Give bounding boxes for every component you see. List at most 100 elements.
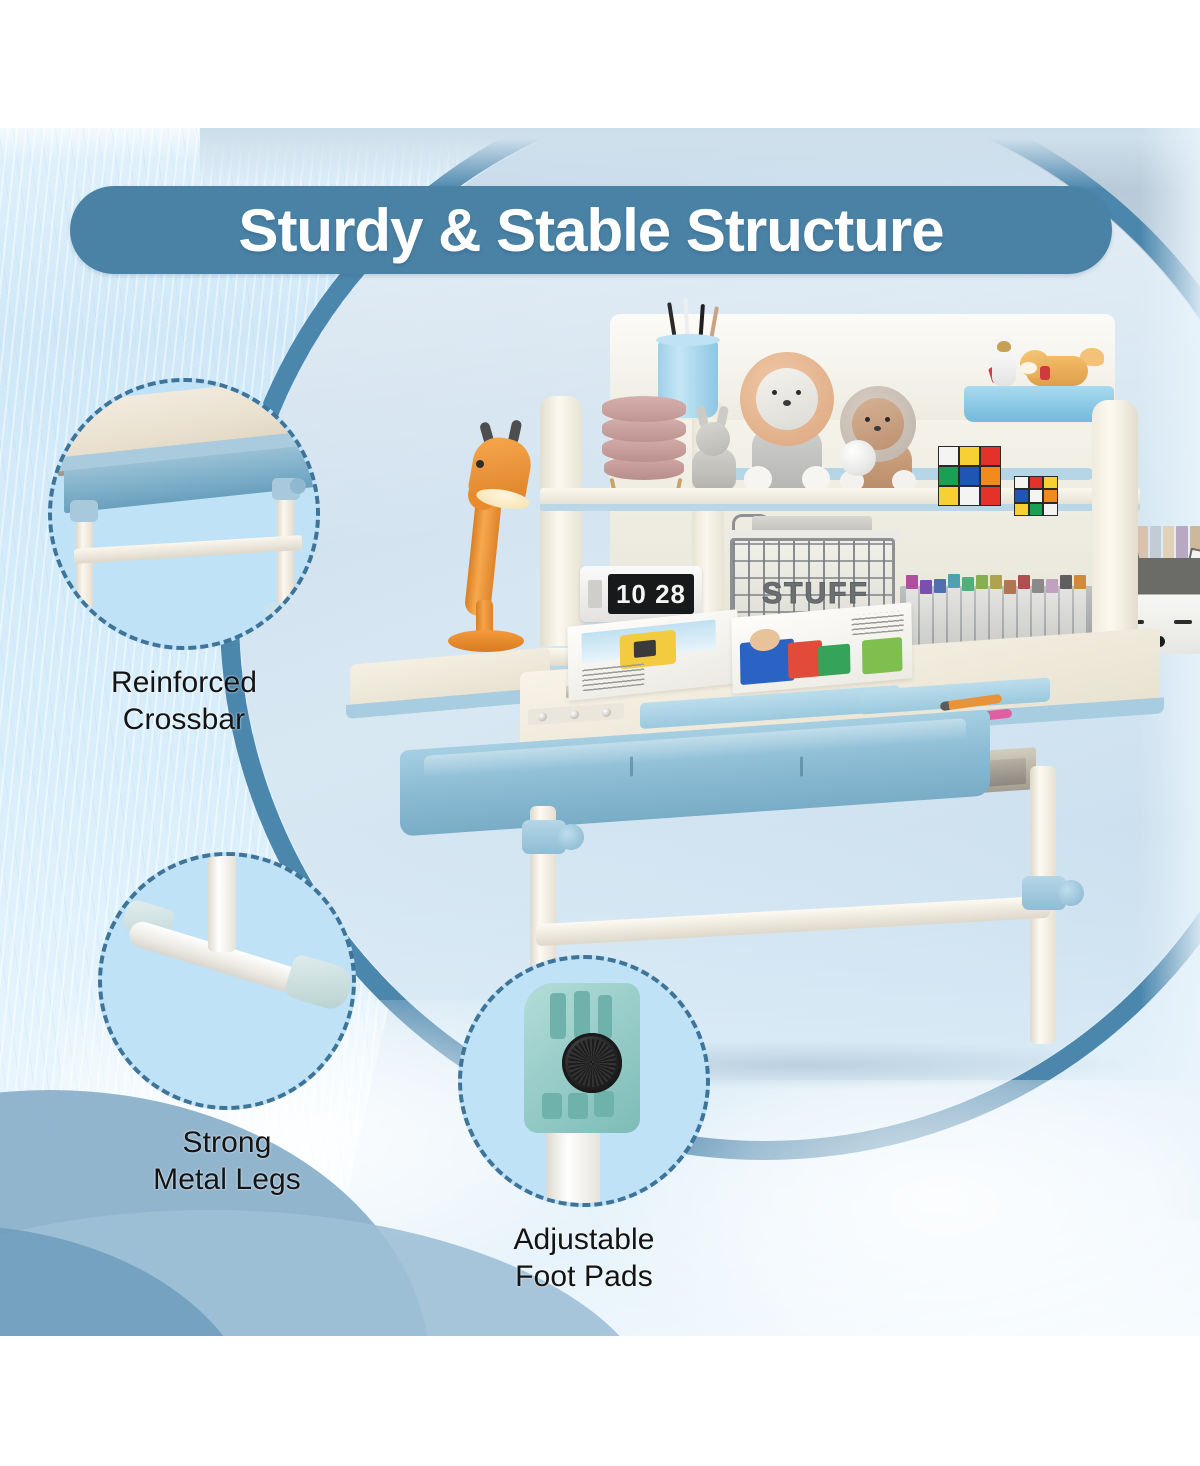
marker-cap: [1060, 575, 1072, 589]
book-illustration-detail-dark: [634, 640, 656, 658]
detail-foot-cap: [264, 603, 286, 616]
background-bottom-white-strip: [0, 1336, 1200, 1466]
desk-lamp-eye: [476, 460, 484, 468]
hutch-side-panel-left: [540, 396, 582, 646]
drawer-notch-1: [630, 756, 633, 776]
marker-cap: [906, 575, 918, 589]
desk-lamp-arm: [464, 495, 502, 617]
cube-facelet: [938, 466, 959, 486]
detail-vent-slot-5: [568, 1093, 588, 1119]
product-illustration-study-desk: STUFF 10 28: [340, 300, 1160, 1060]
open-book-right-page: [731, 602, 912, 694]
callout-label-legs-line2: Metal Legs: [98, 1161, 356, 1198]
header-banner: Sturdy & Stable Structure: [70, 186, 1112, 274]
screw-2: [570, 710, 579, 720]
flip-clock-time: 10 28: [616, 581, 686, 607]
marker-cap: [1018, 575, 1030, 589]
lion-brown-eye-left: [865, 417, 870, 422]
cube-facelet: [980, 446, 1001, 466]
desk-lamp-base: [448, 630, 524, 652]
detail-vent-slot-4: [542, 1093, 562, 1119]
detail-vertical-post: [208, 852, 236, 952]
flip-clock: 10 28: [580, 566, 702, 622]
cube-facelet: [980, 486, 1001, 506]
detail-clamp-left: [70, 500, 98, 522]
callout-strong-metal-legs: Strong Metal Legs: [98, 852, 356, 1198]
page-title: Sturdy & Stable Structure: [238, 196, 943, 265]
marker-spine: [948, 574, 960, 652]
detail-vent-slot-2: [574, 991, 590, 1039]
flip-clock-display: 10 28: [608, 574, 694, 614]
picture-book: [1176, 526, 1187, 562]
marker-cap: [990, 575, 1002, 589]
marker-cap: [920, 580, 932, 594]
cube-facelet: [1043, 476, 1058, 489]
lion-brown-eye-right: [885, 417, 890, 422]
height-adjust-knob-right: [1058, 880, 1084, 906]
cube-facelet: [1014, 503, 1029, 516]
callout-adjustable-foot-pads: Adjustable Foot Pads: [458, 955, 710, 1295]
marker-cap: [976, 575, 988, 589]
cube-facelet: [1029, 489, 1044, 502]
detail-foot-cap-right: [283, 953, 355, 1013]
callout-label-feet: Adjustable Foot Pads: [458, 1221, 710, 1295]
picture-book: [1150, 526, 1161, 562]
detail-vent-slot-1: [550, 993, 566, 1039]
cube-facelet: [1014, 476, 1029, 489]
lion-nose: [783, 400, 791, 406]
pen-cup-rim: [656, 334, 720, 346]
detail-crossbar: [74, 535, 302, 564]
cube-facelet: [938, 446, 959, 466]
book-illustration-figure-green: [818, 644, 851, 677]
lion-brown-nose: [874, 426, 881, 431]
cube-facelet: [938, 486, 959, 506]
stool-cushion-1: [602, 396, 686, 422]
marker-cap: [962, 577, 974, 591]
cube-facelet: [959, 446, 980, 466]
bunny-plush-head: [696, 422, 730, 456]
marker-cap: [1032, 579, 1044, 593]
marker-cap: [1004, 580, 1016, 594]
shiba-figurine-collar: [1040, 366, 1050, 380]
callout-label-feet-line1: Adjustable: [458, 1221, 710, 1258]
callout-label-crossbar-line1: Reinforced: [48, 664, 320, 701]
hutch-side-panel-right: [1092, 400, 1138, 660]
callout-reinforced-crossbar: Reinforced Crossbar: [48, 378, 320, 738]
cube-facelet: [1043, 503, 1058, 516]
cube-facelet: [980, 466, 1001, 486]
lion-eye-right: [796, 390, 801, 395]
drawer-notch-2: [800, 756, 803, 776]
callout-label-legs: Strong Metal Legs: [98, 1124, 356, 1198]
lion-eye-left: [772, 390, 777, 395]
background-top-white-strip: [0, 0, 1200, 128]
picture-book: [1163, 526, 1174, 562]
height-adjust-knob-left: [558, 824, 584, 850]
cube-facelet: [1043, 489, 1058, 502]
screw-3: [602, 708, 611, 718]
callout-circle-legs: [98, 852, 356, 1110]
rubiks-cube-large: [938, 446, 1002, 506]
cube-facelet: [959, 466, 980, 486]
callout-label-crossbar: Reinforced Crossbar: [48, 664, 320, 738]
screw-1: [538, 712, 547, 722]
astronaut-figurine-visor: [997, 341, 1011, 352]
marker-cap: [1046, 579, 1058, 593]
detail-knob: [290, 478, 306, 494]
cube-facelet: [1029, 503, 1044, 516]
book-text-block-right: [851, 611, 903, 636]
callout-label-crossbar-line2: Crossbar: [48, 701, 320, 738]
book-text-block-left: [582, 663, 644, 691]
callout-circle-crossbar: [48, 378, 320, 650]
callout-label-legs-line1: Strong: [98, 1124, 356, 1161]
rubiks-cube-small: [1014, 476, 1058, 516]
marker-spine: [920, 580, 932, 652]
cube-facelet: [1029, 476, 1044, 489]
marker-spine: [934, 579, 946, 652]
shiba-figurine-snout: [1020, 362, 1037, 374]
marker-cap: [948, 574, 960, 588]
detail-adjuster-knob: [562, 1033, 622, 1093]
marker-cap: [1074, 575, 1086, 589]
lion-plush-gray-face: [756, 368, 818, 430]
callout-label-feet-line2: Foot Pads: [458, 1258, 710, 1295]
